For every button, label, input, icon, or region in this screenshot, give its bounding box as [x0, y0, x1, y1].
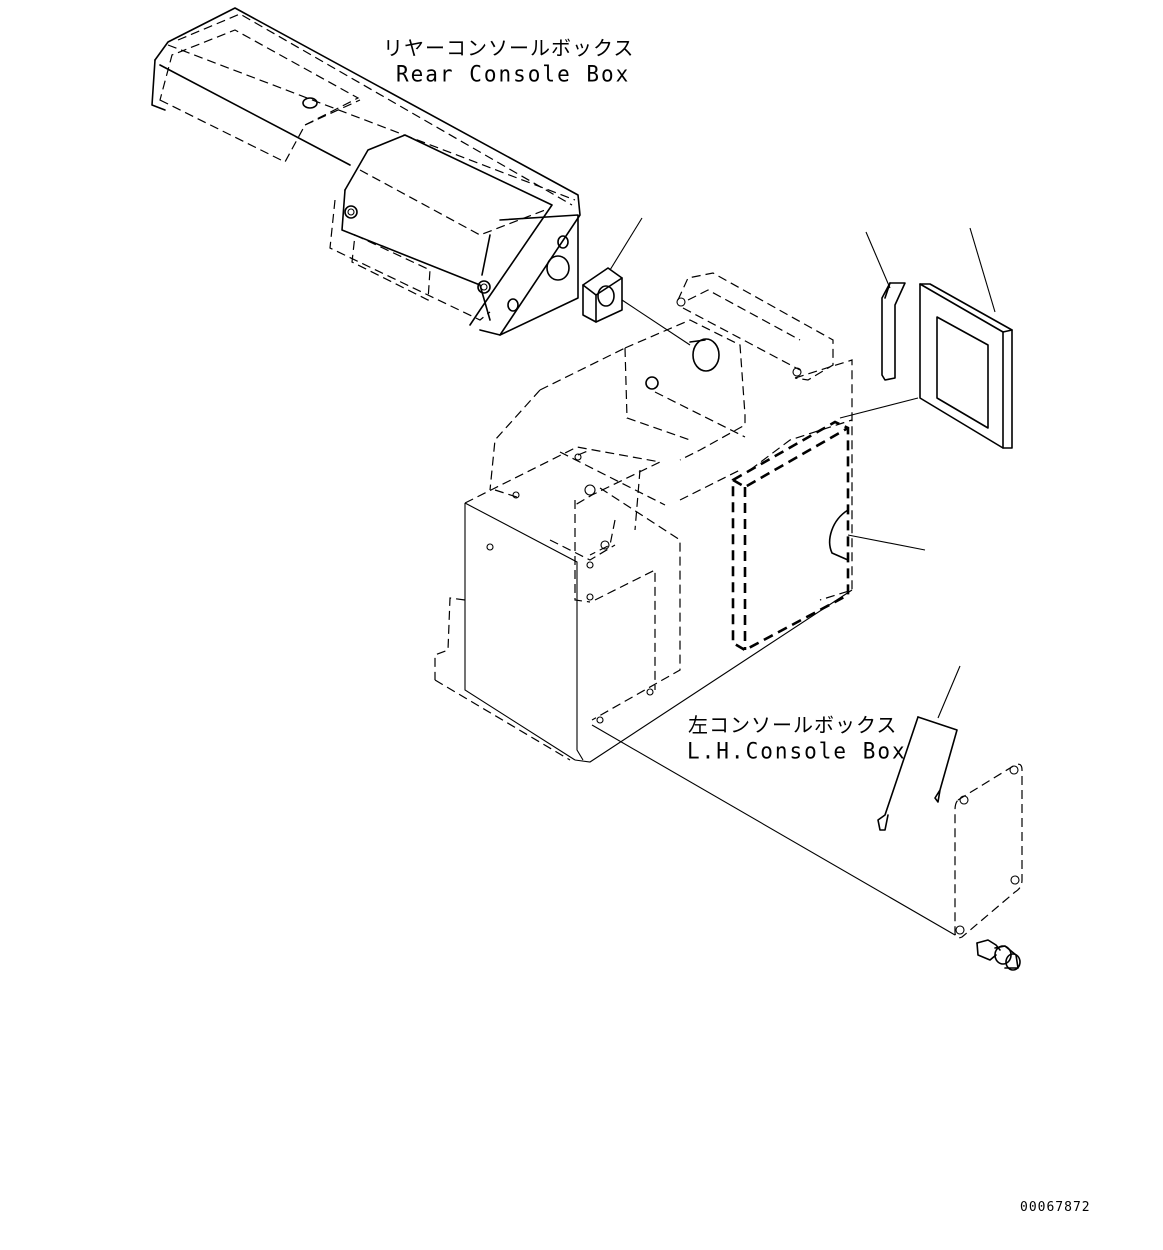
lh-console-box-label-en: L.H.Console Box [687, 738, 907, 764]
lh-console-box-label-jp: 左コンソールボックス [688, 713, 898, 737]
frame-panel-part [839, 227, 1013, 449]
bolt-part [976, 939, 1021, 971]
rear-console-box-label-jp: リヤーコンソールボックス [383, 36, 635, 60]
assembly-leader-line [591, 724, 956, 936]
side-cover-plate-part [954, 763, 1023, 939]
drawing-number: 00067872 [1020, 1200, 1091, 1215]
cover-plate-part [731, 420, 926, 652]
rear-console-box-label-en: Rear Console Box [396, 61, 631, 87]
gasket-strip-part [865, 231, 906, 381]
clip-bracket-part [877, 665, 961, 831]
lh-console-box-part [434, 272, 853, 763]
square-washer-part [582, 217, 691, 346]
rear-console-box-part [151, 7, 581, 336]
